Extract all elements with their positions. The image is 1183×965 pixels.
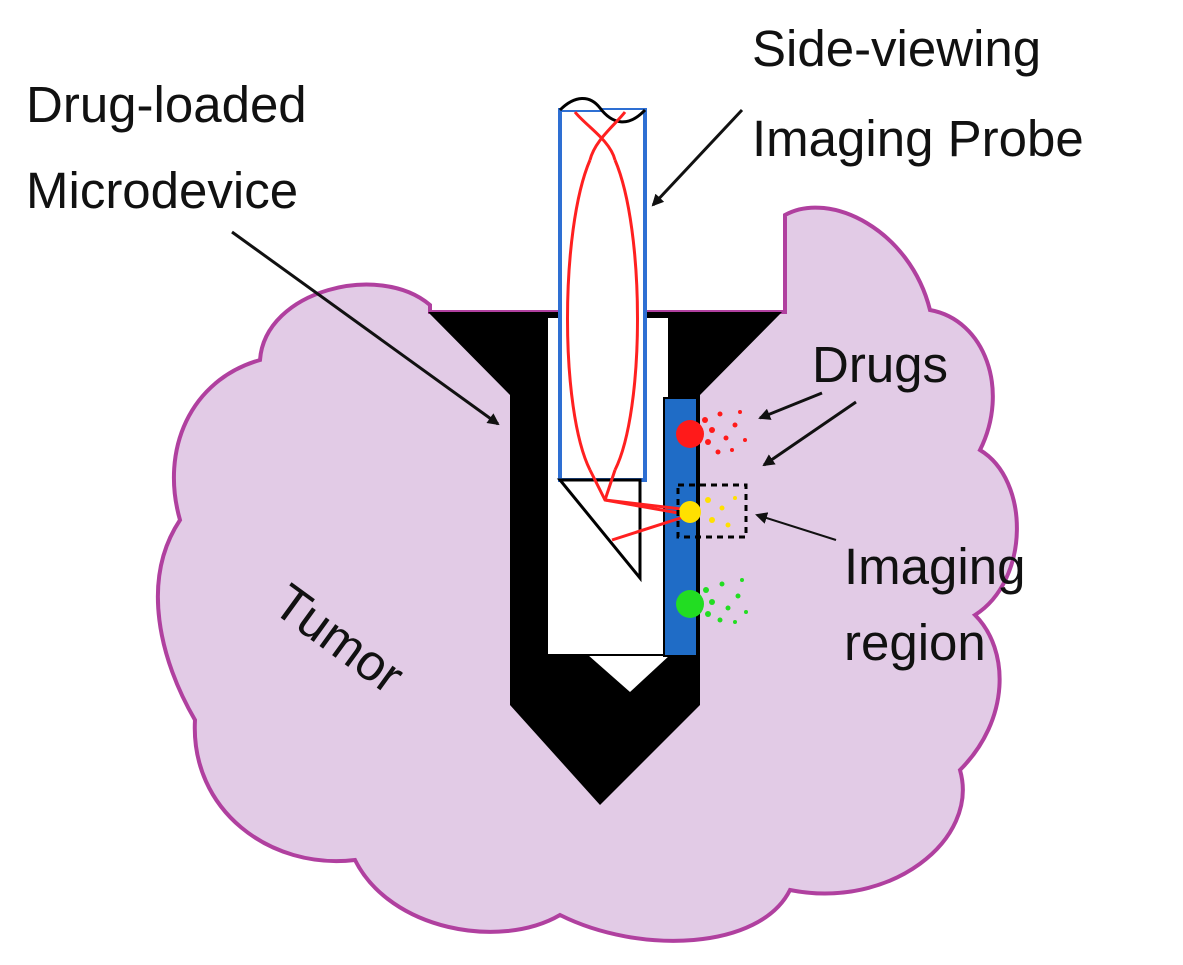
optical-path [566, 111, 691, 542]
imaging-region-label-line2: region [844, 614, 986, 671]
imaging-region-label-line1: Imaging [844, 538, 1025, 595]
microdevice-label-line1: Drug-loaded [26, 76, 307, 133]
probe-arrow [651, 108, 744, 207]
cavity-cone [588, 655, 670, 692]
probe-label-line2: Imaging Probe [752, 110, 1084, 167]
drug-release-yellow [679, 496, 737, 528]
probe-cut-edge [558, 97, 647, 124]
probe-prism [556, 478, 642, 583]
drug-release-red [676, 410, 747, 455]
drugs-arrow-top [758, 391, 823, 420]
probe-label-line1: Side-viewing [752, 20, 1041, 77]
drugs-arrow-bottom [762, 400, 857, 467]
imaging-region-box [676, 483, 748, 539]
microdevice-label-line2: Microdevice [26, 162, 298, 219]
microdevice-arrow [231, 230, 500, 426]
imaging-region-arrow [755, 512, 837, 541]
imaging-probe [558, 108, 647, 482]
drugs-label: Drugs [812, 336, 948, 393]
drug-release-green [676, 578, 748, 624]
